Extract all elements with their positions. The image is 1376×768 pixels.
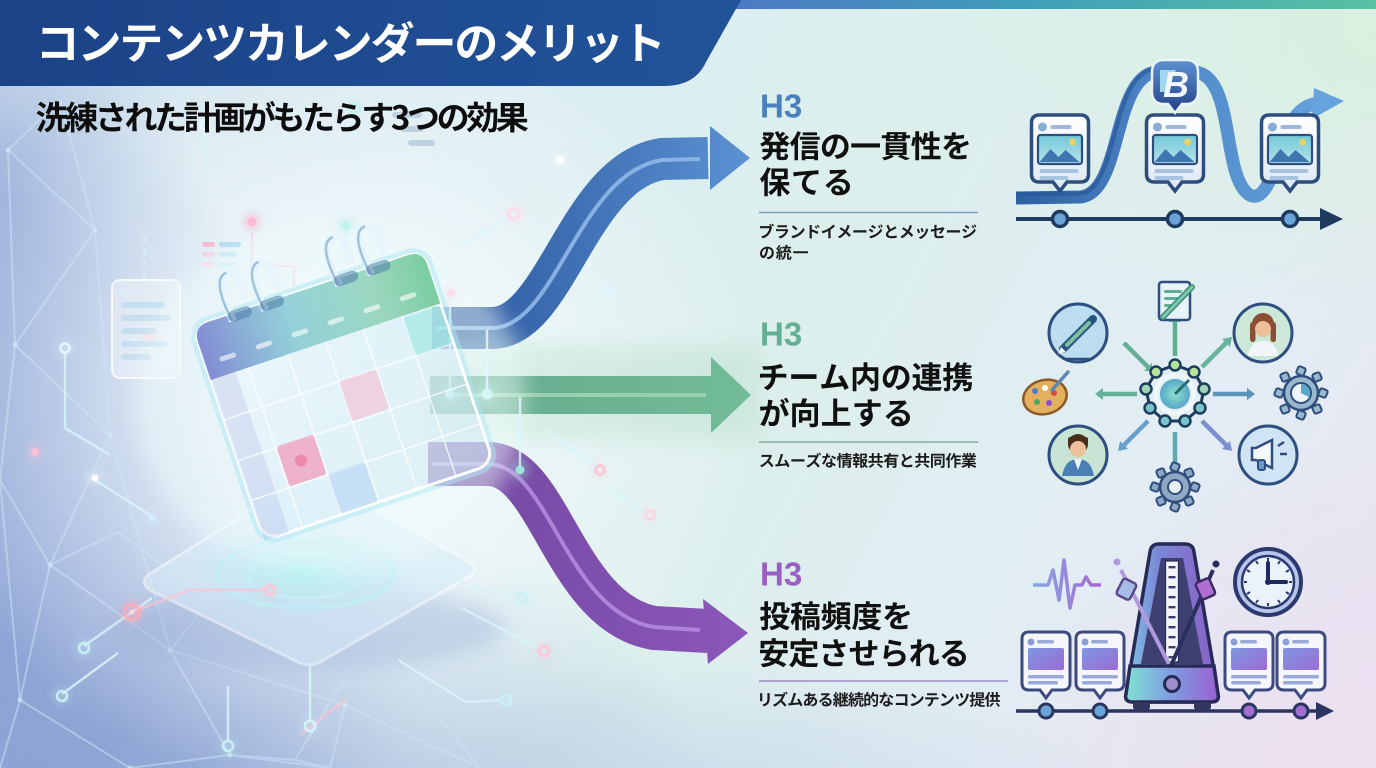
svg-text:H3: H3	[760, 88, 802, 125]
svg-text:H3: H3	[760, 316, 802, 353]
svg-text:H3: H3	[760, 556, 802, 593]
svg-text:B: B	[1163, 64, 1189, 105]
